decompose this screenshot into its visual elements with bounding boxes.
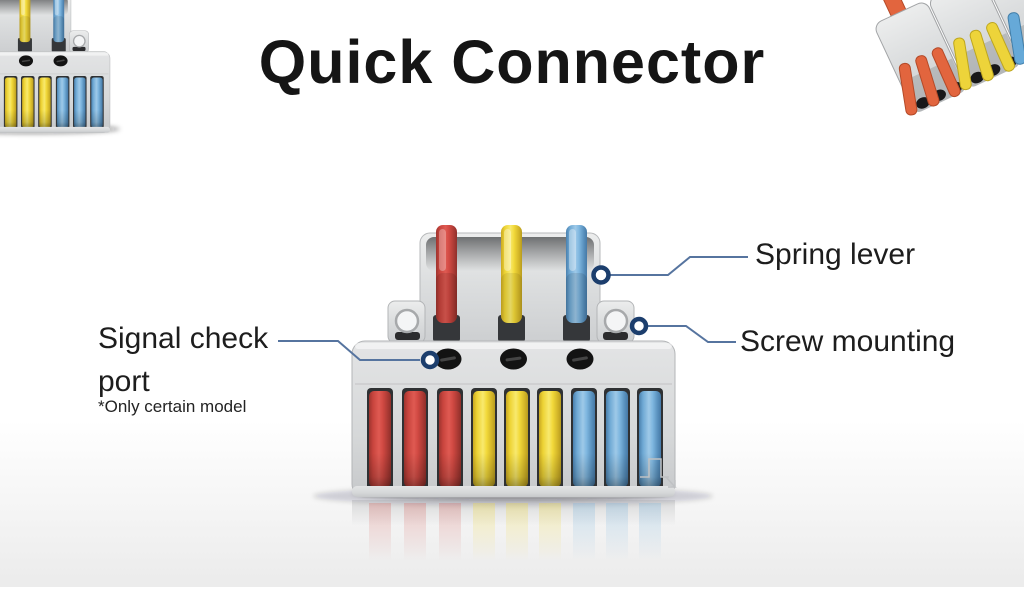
corner-photo-right xyxy=(875,0,1024,116)
label-spring-lever: Spring lever xyxy=(755,238,916,271)
spring-lever-marker xyxy=(591,265,611,285)
label-signal-check-port: Signal check port xyxy=(98,317,268,403)
bottom-white-strip xyxy=(0,587,1024,597)
callout-markers xyxy=(420,265,649,370)
signal-check-leader-line xyxy=(278,340,420,361)
product-reflection xyxy=(352,500,675,561)
screw-mounting-leader-line xyxy=(648,325,736,343)
callout-lines xyxy=(278,256,748,361)
main-product-photo xyxy=(313,223,713,506)
spring-lever-leader-line xyxy=(610,256,748,276)
label-screw-mounting: Screw mounting xyxy=(740,325,956,358)
label-signal-check-line1: Signal check xyxy=(98,322,269,355)
label-signal-check-line2: port xyxy=(98,365,150,398)
screw-mounting-marker xyxy=(629,316,649,336)
note-only-certain-model: *Only certain model xyxy=(98,397,247,416)
connector-module-yellow xyxy=(929,0,1021,91)
page-title: Quick Connector xyxy=(258,28,766,96)
connector-module-blue xyxy=(984,0,1024,65)
connector-module-orange xyxy=(875,0,966,116)
pulse-watermark-icon xyxy=(640,458,677,488)
corner-photo-left xyxy=(0,0,120,134)
signal-check-port-marker xyxy=(420,350,440,370)
